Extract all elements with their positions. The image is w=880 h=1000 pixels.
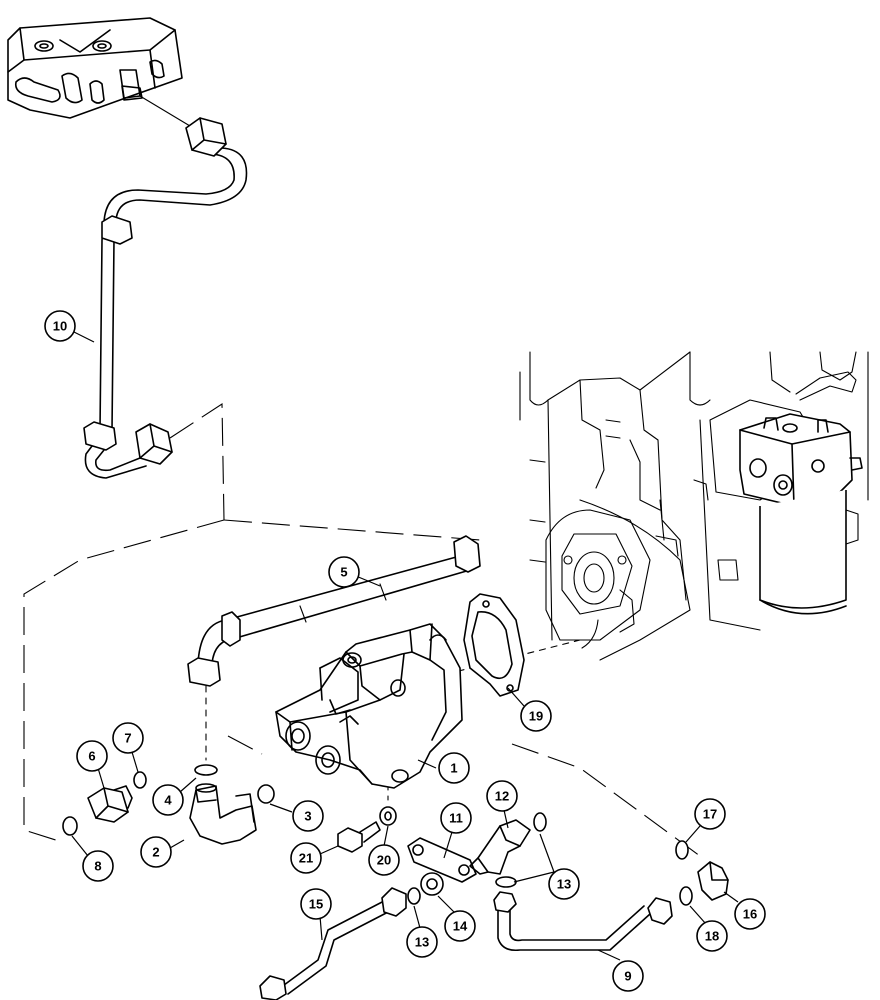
svg-text:8: 8: [94, 859, 101, 874]
tube-9: [493, 891, 673, 952]
svg-text:14: 14: [453, 919, 468, 934]
svg-text:1: 1: [450, 761, 457, 776]
gasket-19: [463, 593, 525, 697]
callout-10: 10: [44, 310, 76, 342]
callout-4: 4: [152, 784, 184, 816]
callout-6: 6: [76, 740, 108, 772]
callout-20: 20: [368, 844, 400, 876]
control-valve-block: [7, 17, 183, 119]
svg-text:13: 13: [415, 935, 429, 950]
callout-21: 21: [290, 842, 322, 874]
housing-flange: [545, 509, 651, 641]
filter-assembly: [709, 371, 863, 615]
o-ring-18: [679, 886, 693, 906]
o-ring-4: [194, 764, 218, 776]
connector-6: [87, 785, 133, 823]
svg-text:10: 10: [53, 319, 67, 334]
svg-text:9: 9: [624, 969, 631, 984]
svg-text:19: 19: [529, 709, 543, 724]
callout-12: 12: [486, 780, 518, 812]
callout-15: 15: [300, 888, 332, 920]
callout-1: 1: [438, 752, 470, 784]
o-ring-8: [62, 816, 78, 836]
svg-text:20: 20: [377, 853, 391, 868]
guide-lines: [23, 519, 701, 857]
callout-5: 5: [328, 556, 360, 588]
svg-text:7: 7: [124, 731, 131, 746]
callout-13-a: 13: [548, 868, 580, 900]
callout-3: 3: [292, 800, 324, 832]
callout-9: 9: [612, 960, 644, 992]
svg-text:15: 15: [309, 897, 323, 912]
bracket-11: [407, 837, 477, 883]
o-ring-3: [257, 784, 275, 804]
tube-10: [83, 117, 248, 479]
svg-text:18: 18: [705, 929, 719, 944]
svg-text:2: 2: [152, 845, 159, 860]
nut-14: [420, 872, 444, 896]
callout-17: 17: [694, 798, 726, 830]
tube-15: [259, 887, 407, 1000]
callout-16: 16: [734, 898, 766, 930]
valve-body-1: [275, 623, 463, 789]
svg-text:4: 4: [164, 793, 172, 808]
svg-text:12: 12: [495, 789, 509, 804]
svg-text:5: 5: [340, 565, 347, 580]
svg-text:6: 6: [88, 749, 95, 764]
o-ring-7: [133, 771, 147, 789]
callout-13-c: 13: [406, 926, 438, 958]
o-ring-13-a: [533, 812, 547, 832]
svg-text:13: 13: [557, 877, 571, 892]
callout-7: 7: [112, 722, 144, 754]
callout-19: 19: [520, 700, 552, 732]
svg-text:16: 16: [743, 907, 757, 922]
o-ring-13-b: [495, 876, 517, 888]
callout-8: 8: [82, 850, 114, 882]
tee-12: [469, 819, 531, 875]
o-ring-13-c: [407, 887, 421, 905]
tube-5: [187, 535, 481, 687]
svg-text:11: 11: [449, 811, 463, 826]
svg-text:21: 21: [299, 851, 313, 866]
svg-text:3: 3: [304, 809, 311, 824]
elbow-16: [697, 861, 729, 901]
o-ring-17: [675, 840, 689, 860]
callout-2: 2: [140, 836, 172, 868]
washer-20: [379, 806, 397, 826]
transmission-housing: [519, 351, 869, 661]
svg-text:17: 17: [703, 807, 717, 822]
bolt-21: [337, 821, 381, 853]
callout-14: 14: [444, 910, 476, 942]
callout-11: 11: [440, 802, 472, 834]
elbow-2: [189, 783, 257, 845]
leader-lines: [71, 331, 739, 961]
callout-18: 18: [696, 920, 728, 952]
